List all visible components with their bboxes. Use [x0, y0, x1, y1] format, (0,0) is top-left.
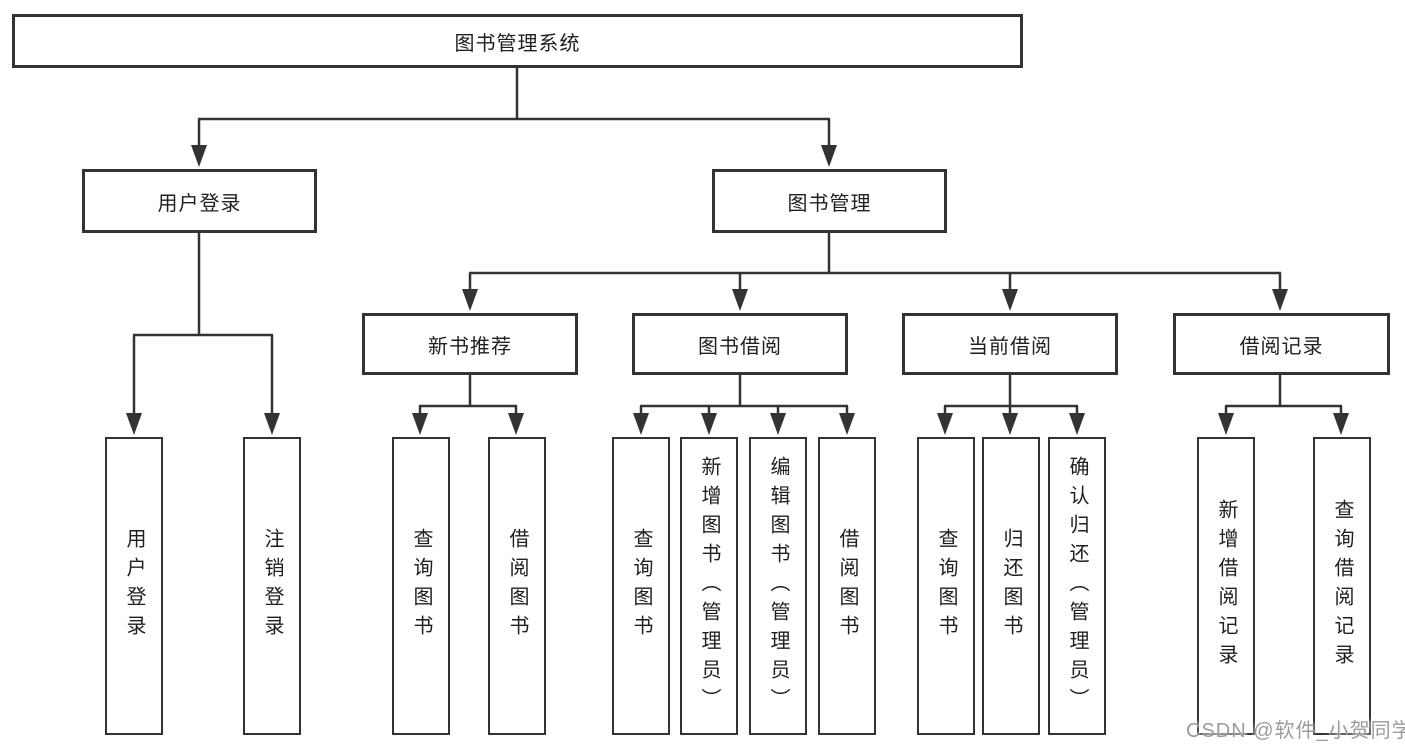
leaf-label: 查询图书 — [935, 528, 957, 644]
node-label: 用户登录 — [157, 192, 242, 215]
node-book-management: 图书管理 — [712, 169, 947, 233]
leaf-label: 编辑图书（管理员） — [767, 455, 789, 717]
leaf-bb-borrow-books: 借阅图书 — [818, 437, 876, 735]
arrowhead-icon — [1002, 289, 1018, 311]
node-label: 图书借阅 — [698, 335, 782, 358]
arrowhead-icon — [462, 289, 478, 311]
leaf-user-login: 用户登录 — [105, 437, 163, 735]
leaf-label: 新增借阅记录 — [1215, 499, 1237, 673]
leaf-label: 查询借阅记录 — [1331, 499, 1353, 673]
arrowhead-icon — [126, 413, 142, 435]
leaf-bb-edit-books-admin: 编辑图书（管理员） — [749, 437, 807, 735]
node-label: 图书管理 — [787, 192, 872, 215]
node-label: 当前借阅 — [968, 335, 1052, 358]
leaf-bb-query-books: 查询图书 — [612, 437, 670, 735]
arrowhead-icon — [264, 413, 280, 435]
node-user-login: 用户登录 — [82, 169, 317, 233]
node-label: 新书推荐 — [428, 335, 512, 358]
leaf-label: 查询图书 — [630, 528, 652, 644]
leaf-cb-confirm-return-admin: 确认归还（管理员） — [1048, 437, 1106, 735]
leaf-label: 借阅图书 — [506, 528, 528, 644]
node-borrow-records: 借阅记录 — [1173, 313, 1390, 375]
connector-user-login-children — [126, 233, 280, 435]
leaf-bb-add-books-admin: 新增图书（管理员） — [680, 437, 738, 735]
node-current-borrow: 当前借阅 — [902, 313, 1118, 375]
connector-new-book-children — [412, 375, 524, 435]
leaf-label: 新增图书（管理员） — [698, 455, 720, 717]
leaf-cb-query-books: 查询图书 — [917, 437, 975, 735]
arrowhead-icon — [1218, 413, 1234, 435]
connector-current-borrow-children — [937, 375, 1085, 435]
node-label: 图书管理系统 — [454, 32, 581, 55]
node-library-system: 图书管理系统 — [12, 14, 1023, 68]
arrowhead-icon — [412, 413, 428, 435]
connector-book-borrow-children — [633, 375, 855, 435]
connector-book-mgmt-children — [462, 233, 1288, 311]
arrowhead-icon — [821, 145, 837, 167]
leaf-label: 确认归还（管理员） — [1066, 455, 1088, 717]
csdn-watermark: CSDN @软件_小贺同学 — [1186, 720, 1405, 742]
leaf-label: 归还图书 — [1000, 528, 1022, 644]
leaf-label: 借阅图书 — [836, 528, 858, 644]
connector-borrow-records-children — [1218, 375, 1349, 435]
arrowhead-icon — [191, 145, 207, 167]
connector-root-to-level2 — [191, 68, 837, 167]
arrowhead-icon — [732, 289, 748, 311]
leaf-label: 注销登录 — [261, 528, 283, 644]
arrowhead-icon — [1002, 413, 1018, 435]
arrowhead-icon — [937, 413, 953, 435]
leaf-logout: 注销登录 — [243, 437, 301, 735]
arrowhead-icon — [701, 413, 717, 435]
leaf-cb-return-books: 归还图书 — [982, 437, 1040, 735]
arrowhead-icon — [839, 413, 855, 435]
node-new-book-recommend: 新书推荐 — [362, 313, 578, 375]
arrowhead-icon — [1272, 289, 1288, 311]
leaf-br-add-record: 新增借阅记录 — [1197, 437, 1255, 735]
leaf-nb-borrow-books: 借阅图书 — [488, 437, 546, 735]
leaf-br-query-record: 查询借阅记录 — [1313, 437, 1371, 735]
leaf-nb-query-books: 查询图书 — [392, 437, 450, 735]
arrowhead-icon — [1333, 413, 1349, 435]
arrowhead-icon — [770, 413, 786, 435]
arrowhead-icon — [633, 413, 649, 435]
node-book-borrow: 图书借阅 — [632, 313, 848, 375]
arrowhead-icon — [508, 413, 524, 435]
leaf-label: 查询图书 — [410, 528, 432, 644]
leaf-label: 用户登录 — [123, 528, 145, 644]
arrowhead-icon — [1069, 413, 1085, 435]
node-label: 借阅记录 — [1239, 335, 1324, 358]
